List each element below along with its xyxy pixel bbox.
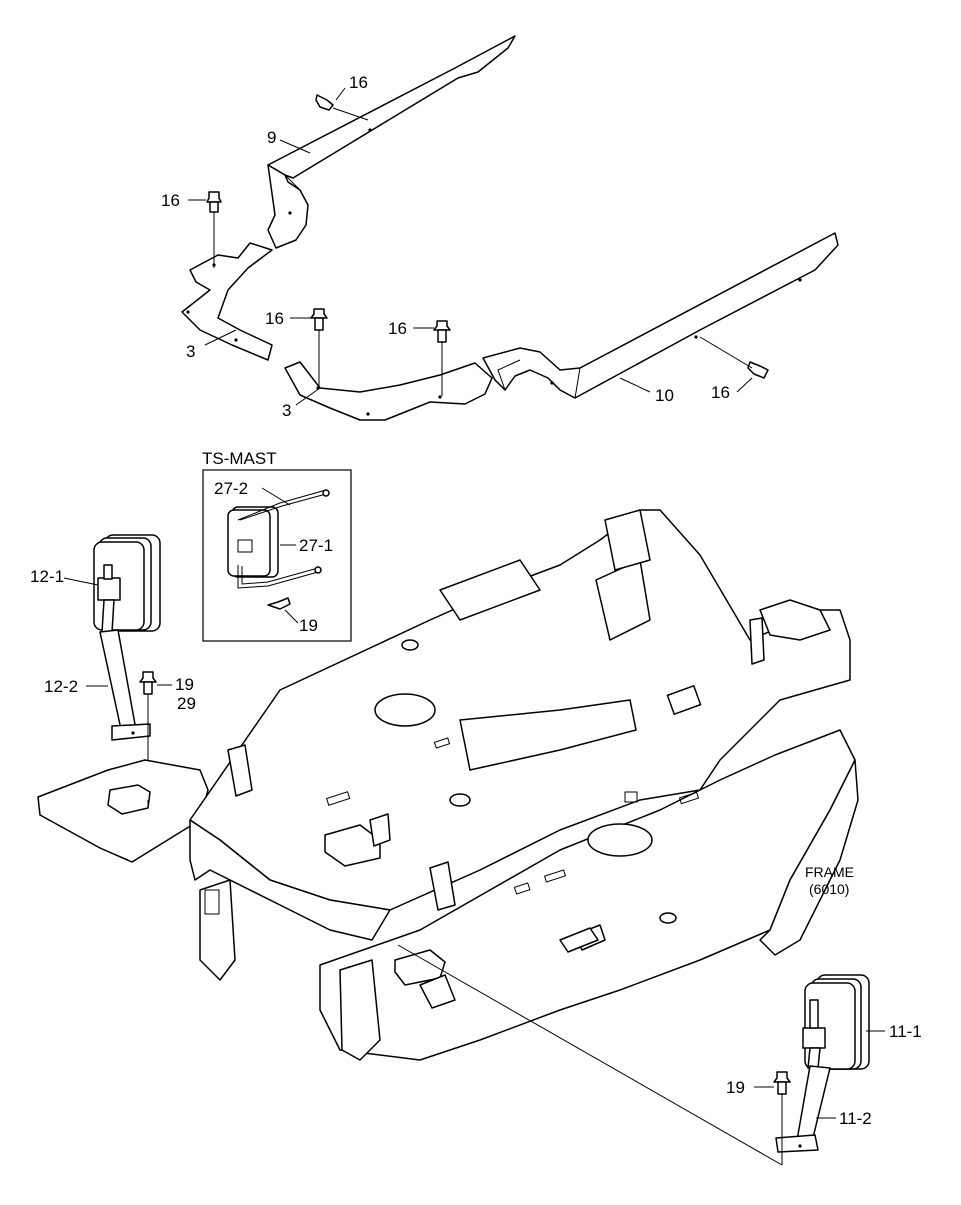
callout-9: 9: [267, 128, 276, 147]
callout-labels: 16 9 16 16 16 3 3 10 16 TS-MAST 27-2 27-…: [30, 73, 922, 1128]
callout-27-2: 27-2: [214, 479, 248, 498]
callout-16-left: 16: [161, 191, 180, 210]
frame-label: FRAME: [805, 864, 854, 880]
callout-3-lower: 3: [282, 401, 291, 420]
callout-19-inset: 19: [299, 616, 318, 635]
callout-19-left: 19: [175, 675, 194, 694]
callout-16-right: 16: [388, 319, 407, 338]
mirror-assembly-11: [754, 974, 885, 1165]
part-10-bracket: [482, 232, 839, 399]
mirror-assembly-12: [63, 534, 172, 800]
frame-reference: (6010): [809, 881, 849, 897]
callout-16-mid: 16: [265, 309, 284, 328]
callout-19-right: 19: [726, 1078, 745, 1097]
callout-29: 29: [177, 694, 196, 713]
part-9-bracket: [267, 35, 516, 249]
callout-leaders-top: [188, 87, 753, 406]
bolt-16-group: [206, 94, 769, 396]
callout-10: 10: [655, 386, 674, 405]
callout-12-2: 12-2: [44, 677, 78, 696]
callout-16-top: 16: [349, 73, 368, 92]
part-3-plate-upper: [181, 242, 273, 361]
inset-title: TS-MAST: [202, 449, 277, 468]
callout-11-1: 11-1: [889, 1022, 922, 1041]
callout-12-1: 12-1: [30, 567, 64, 586]
frame-chassis: [37, 509, 859, 1061]
ts-mast-inset: [202, 469, 352, 642]
callout-27-1: 27-1: [299, 536, 333, 555]
callout-3-upper: 3: [186, 342, 195, 361]
callout-11-2: 11-2: [839, 1109, 872, 1128]
assembly-lines: [147, 800, 783, 1166]
callout-16-far-right: 16: [711, 383, 730, 402]
